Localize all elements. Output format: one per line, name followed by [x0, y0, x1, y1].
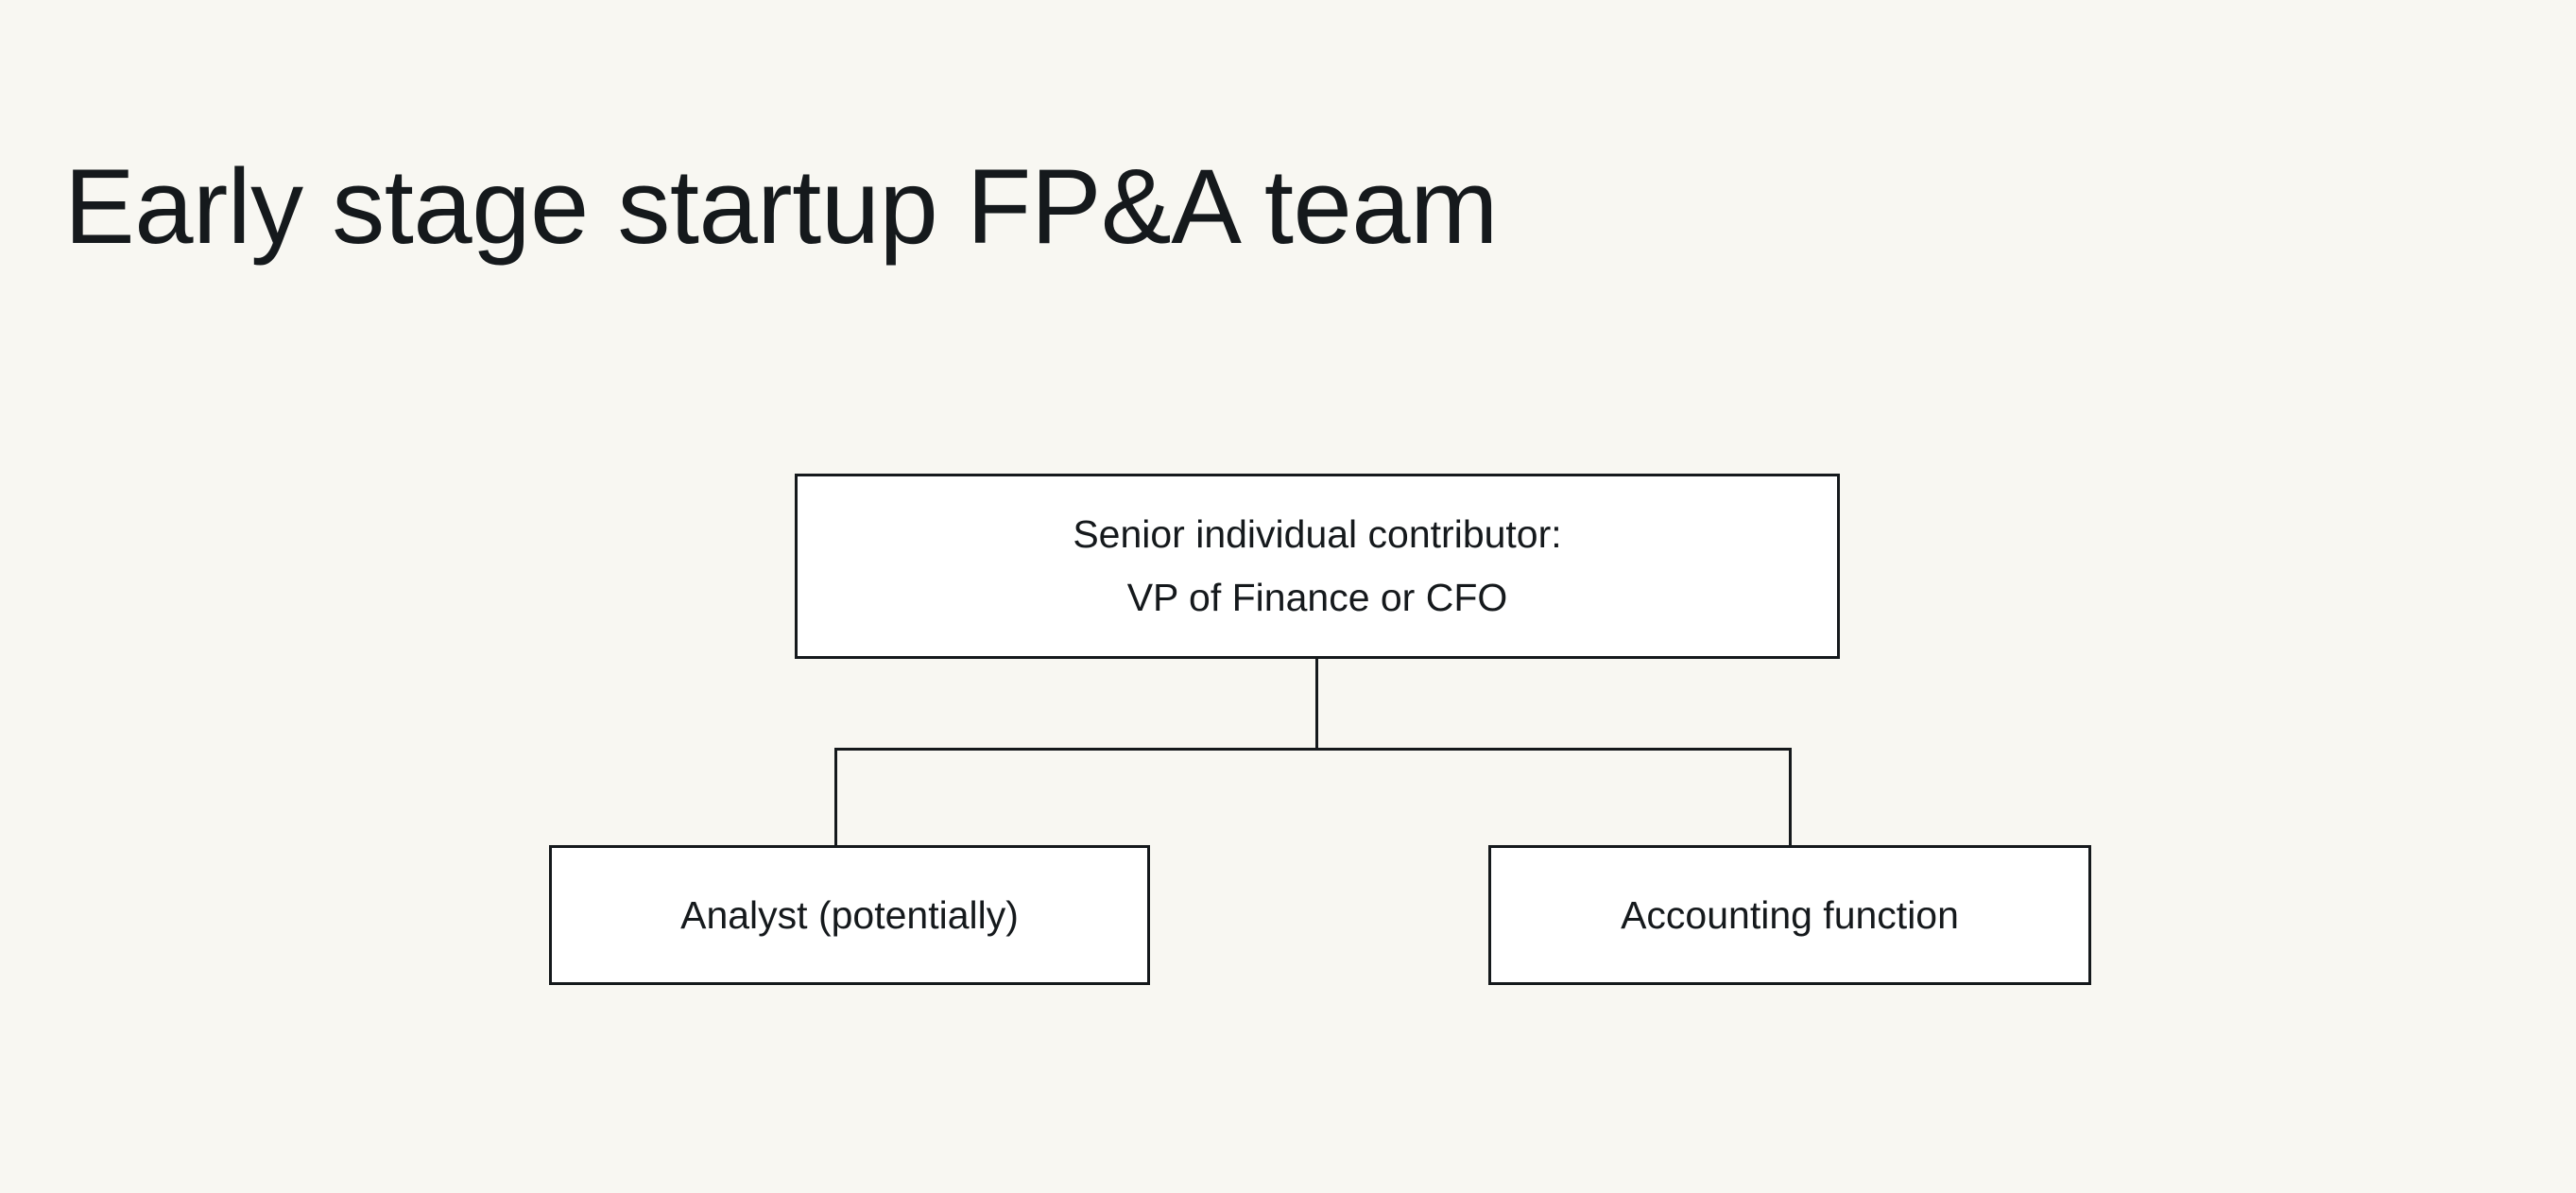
org-node-analyst[interactable]: Analyst (potentially) — [549, 845, 1150, 985]
page-title: Early stage startup FP&A team — [64, 147, 1498, 267]
org-node-senior-individual-contributor[interactable]: Senior individual contributor: VP of Fin… — [795, 474, 1840, 659]
connector-drop-analyst — [834, 748, 837, 846]
org-node-accounting-function[interactable]: Accounting function — [1488, 845, 2091, 985]
connector-root-stem — [1315, 659, 1318, 751]
org-node-label: Analyst (potentially) — [680, 893, 1019, 937]
org-node-label: Accounting function — [1621, 893, 1959, 937]
connector-horizontal-bus — [834, 748, 1792, 751]
connector-drop-accounting — [1789, 748, 1792, 846]
org-node-label: Senior individual contributor: VP of Fin… — [1073, 512, 1562, 619]
